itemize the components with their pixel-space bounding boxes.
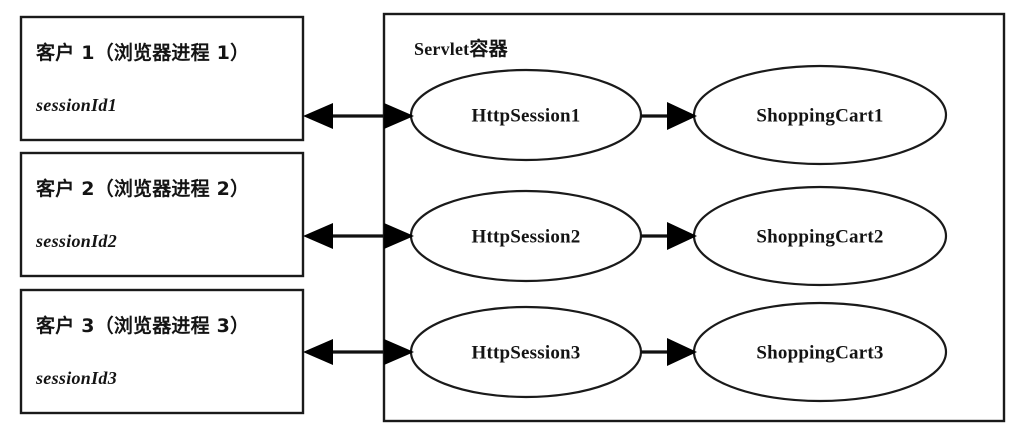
servlet-container-label-cjk: 容器 [469,38,508,60]
cart-label-3: ShoppingCart3 [756,342,884,364]
client-title-3: 客户 3（浏览器进程 3） [36,315,250,337]
client-session-id-1: sessionId1 [36,95,118,115]
client-box-2 [19,151,305,278]
client-box-3 [19,288,305,415]
connector-client-session-2 [303,223,414,249]
session-label-1: HttpSession1 [471,105,581,127]
client-box-1 [19,15,305,142]
connector-client-session-3 [303,339,414,365]
session-label-2: HttpSession2 [471,226,581,248]
connector-session-cart-1 [641,102,697,130]
connector-client-session-1 [303,103,414,129]
cart-label-1: ShoppingCart1 [756,105,884,127]
client-session-id-3: sessionId3 [36,368,118,388]
session-label-3: HttpSession3 [471,342,581,364]
client-session-id-2: sessionId2 [36,231,118,251]
servlet-container-label: Servlet容器 [414,40,508,59]
connector-session-cart-2 [641,222,697,250]
connector-session-cart-3 [641,338,697,366]
servlet-container-label-latin: Servlet [414,39,470,59]
client-title-1: 客户 1（浏览器进程 1） [36,42,250,64]
client-title-2: 客户 2（浏览器进程 2） [36,178,250,200]
cart-label-2: ShoppingCart2 [756,226,884,248]
